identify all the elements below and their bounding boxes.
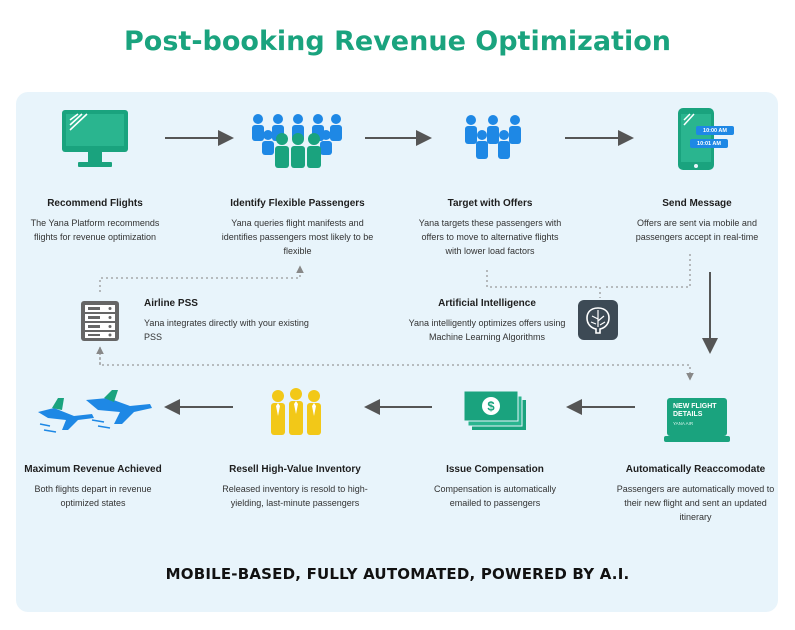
step-recommend-flights: Recommend Flights The Yana Platform reco… <box>20 198 170 244</box>
step-title: Issue Compensation <box>446 464 544 475</box>
step-desc: Yana queries flight manifests and identi… <box>221 218 374 256</box>
step-title: Recommend Flights <box>47 198 143 209</box>
ai-title: Artificial Intelligence <box>438 298 536 309</box>
step-issue-compensation: Issue Compensation Compensation is autom… <box>420 464 570 510</box>
brain-icon <box>578 300 618 340</box>
step-resell-inventory: Resell High-Value Inventory Released inv… <box>215 464 375 510</box>
money-icon: $ <box>463 390 526 430</box>
step-title: Automatically Reaccomodate <box>625 464 766 475</box>
monitor-icon <box>62 110 128 167</box>
step-desc: Compensation is automatically emailed to… <box>433 484 557 508</box>
step-title: Maximum Revenue Achieved <box>24 464 162 475</box>
pss-title: Airline PSS <box>144 298 198 309</box>
artificial-intelligence: Artificial Intelligence Yana intelligent… <box>402 298 572 344</box>
step-title: Resell High-Value Inventory <box>229 464 361 475</box>
svg-text:$: $ <box>487 399 495 414</box>
message-time-1: 10:00 AM <box>703 128 727 134</box>
step-title: Send Message <box>662 198 732 209</box>
step-title: Target with Offers <box>447 198 533 209</box>
business-people-icon <box>271 388 321 435</box>
step-desc: The Yana Platform recommends flights for… <box>30 218 160 242</box>
ai-desc: Yana intelligently optimizes offers usin… <box>408 318 566 342</box>
page-title: Post-booking Revenue Optimization <box>124 26 671 57</box>
step-desc: Both flights depart in revenue optimized… <box>34 484 152 508</box>
server-icon <box>81 301 119 341</box>
laptop-line3: YANA AIR <box>673 421 694 426</box>
target-people-icon <box>465 115 521 159</box>
airplanes-icon <box>38 390 152 433</box>
message-time-2: 10:01 AM <box>697 141 721 147</box>
laptop-line1: NEW FLIGHT <box>673 403 717 410</box>
pss-desc: Yana integrates directly with your exist… <box>144 318 309 342</box>
step-desc: Passengers are automatically moved to th… <box>616 484 775 522</box>
laptop-line2: DETAILS <box>673 411 703 418</box>
step-send-message: Send Message Offers are sent via mobile … <box>622 198 772 244</box>
step-desc: Yana targets these passengers with offer… <box>418 218 562 256</box>
airline-pss: Airline PSS Yana integrates directly wit… <box>144 298 319 344</box>
step-maximum-revenue: Maximum Revenue Achieved Both flights de… <box>18 464 168 510</box>
step-desc: Released inventory is resold to high-yie… <box>222 484 368 508</box>
passengers-group-icon <box>252 114 342 168</box>
diagram-panel <box>16 92 778 612</box>
step-desc: Offers are sent via mobile and passenger… <box>635 218 759 242</box>
footer-tagline: MOBILE-BASED, FULLY AUTOMATED, POWERED B… <box>165 565 630 583</box>
step-identify-passengers: Identify Flexible Passengers Yana querie… <box>215 198 380 258</box>
step-title: Identify Flexible Passengers <box>230 198 365 209</box>
step-target-offers: Target with Offers Yana targets these pa… <box>415 198 565 258</box>
laptop-icon: NEW FLIGHT DETAILS YANA AIR <box>664 396 730 444</box>
step-reaccomodate: Automatically Reaccomodate Passengers ar… <box>613 464 778 524</box>
phone-icon: 10:00 AM 10:01 AM <box>676 106 736 172</box>
